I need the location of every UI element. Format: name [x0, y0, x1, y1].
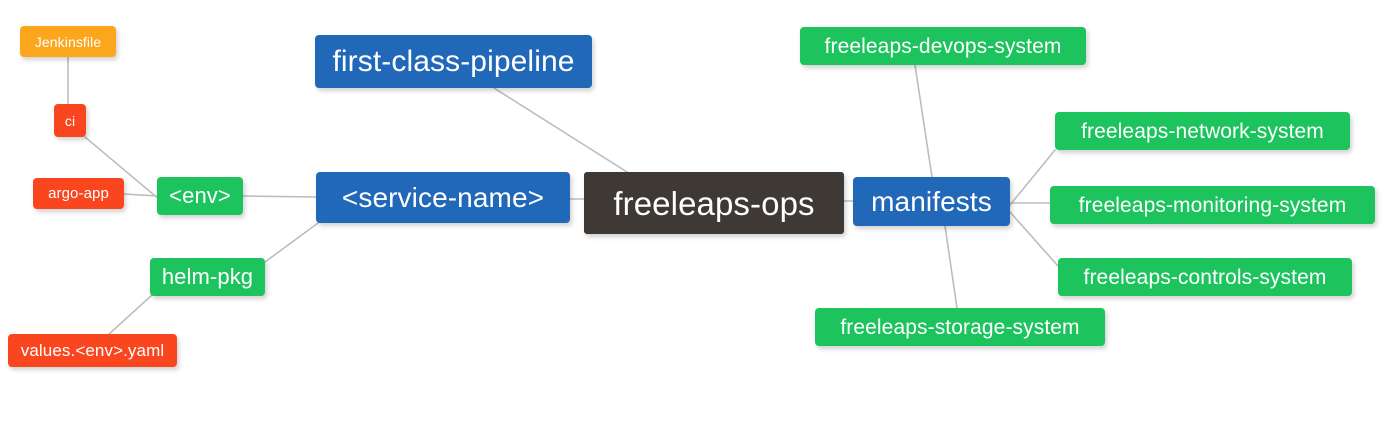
- node-env[interactable]: <env>: [157, 177, 243, 215]
- node-freeleaps-devops-system[interactable]: freeleaps-devops-system: [800, 27, 1086, 65]
- edge-first-class-pipeline-to-freeleaps-ops: [493, 87, 628, 173]
- node-ci[interactable]: ci: [54, 104, 86, 137]
- edge-manifests-to-freeleaps-network-system: [1009, 149, 1056, 206]
- edge-manifests-to-freeleaps-storage-system: [944, 225, 958, 309]
- node-freeleaps-controls-system[interactable]: freeleaps-controls-system: [1058, 258, 1352, 296]
- node-first-class-pipeline[interactable]: first-class-pipeline: [315, 35, 592, 88]
- node-argo-app[interactable]: argo-app: [33, 178, 124, 209]
- edge-argo-app-to-env: [123, 193, 158, 197]
- node-freeleaps-ops[interactable]: freeleaps-ops: [584, 172, 844, 234]
- edge-env-to-service-name: [242, 195, 317, 198]
- node-service-name[interactable]: <service-name>: [316, 172, 570, 223]
- node-freeleaps-network-system[interactable]: freeleaps-network-system: [1055, 112, 1350, 150]
- edge-manifests-to-freeleaps-devops-system: [914, 64, 933, 178]
- node-helm-pkg[interactable]: helm-pkg: [150, 258, 265, 296]
- node-freeleaps-monitoring-system[interactable]: freeleaps-monitoring-system: [1050, 186, 1375, 224]
- node-manifests[interactable]: manifests: [853, 177, 1010, 226]
- node-jenkinsfile[interactable]: Jenkinsfile: [20, 26, 116, 57]
- edge-service-name-to-helm-pkg: [264, 222, 319, 263]
- node-values-yaml[interactable]: values.<env>.yaml: [8, 334, 177, 367]
- edge-helm-pkg-to-values-yaml: [107, 294, 153, 336]
- node-freeleaps-storage-system[interactable]: freeleaps-storage-system: [815, 308, 1105, 346]
